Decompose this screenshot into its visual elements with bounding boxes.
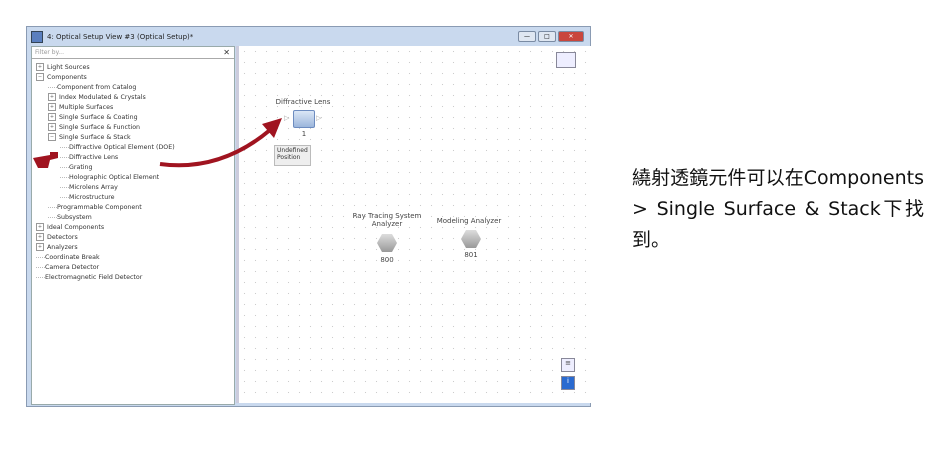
tree-item[interactable]: −Single Surface & Stack: [48, 133, 131, 143]
expand-icon[interactable]: +: [36, 243, 44, 251]
tree-connector: [48, 216, 57, 218]
curved-arrow: [159, 128, 272, 168]
tree-connector: [60, 176, 69, 178]
expand-icon[interactable]: +: [48, 123, 56, 131]
tree-connector: [36, 266, 45, 268]
tree-item-label: Light Sources: [47, 64, 90, 71]
tree-item[interactable]: Grating: [60, 163, 93, 173]
expand-icon[interactable]: +: [36, 223, 44, 231]
tree-item-label: Diffractive Lens: [69, 154, 119, 161]
tree-item[interactable]: +Multiple Surfaces: [48, 103, 113, 113]
tree-item[interactable]: +Ideal Components: [36, 223, 104, 233]
clear-filter-icon[interactable]: ✕: [223, 48, 230, 57]
collapse-icon[interactable]: −: [36, 73, 44, 81]
diffractive-lens-node[interactable]: [293, 110, 315, 128]
analyzer2-title: Modeling Analyzer: [436, 217, 502, 225]
lens-id: 1: [301, 130, 307, 138]
tree-item-label: Detectors: [47, 234, 78, 241]
expand-icon[interactable]: +: [48, 93, 56, 101]
expand-icon[interactable]: +: [36, 233, 44, 241]
window-title: 4: Optical Setup View #3 (Optical Setup)…: [47, 33, 194, 41]
tree-connector: [60, 166, 69, 168]
optical-setup-window: 4: Optical Setup View #3 (Optical Setup)…: [26, 26, 591, 407]
tree-item[interactable]: Electromagnetic Field Detector: [36, 273, 142, 283]
modeling-analyzer-node[interactable]: [461, 230, 481, 248]
tree-item-label: Microstructure: [69, 194, 115, 201]
tree-item-label: Single Surface & Stack: [59, 134, 131, 141]
tree-item[interactable]: Coordinate Break: [36, 253, 100, 263]
tree-item-label: Electromagnetic Field Detector: [45, 274, 143, 281]
output-port-icon[interactable]: ▷: [316, 114, 322, 122]
tree-connector: [60, 186, 69, 188]
expand-icon[interactable]: +: [48, 103, 56, 111]
tree-item[interactable]: +Single Surface & Function: [48, 123, 140, 133]
tree-item[interactable]: Diffractive Lens: [60, 153, 118, 163]
tree-item[interactable]: Subsystem: [48, 213, 92, 223]
tree-item[interactable]: +Single Surface & Coating: [48, 113, 138, 123]
analyzer1-id: 800: [380, 256, 394, 264]
lens-title: Diffractive Lens: [275, 98, 331, 106]
tree-item-label: Component from Catalog: [57, 84, 137, 91]
tree-item-label: Diffractive Optical Element (DOE): [69, 144, 175, 151]
analyzer1-title: Ray Tracing System Analyzer: [352, 212, 422, 228]
tree-connector: [60, 196, 69, 198]
document-icon[interactable]: ≡: [561, 358, 575, 372]
tree-item-label: Components: [47, 74, 87, 81]
tree-connector: [36, 256, 45, 258]
tree-item[interactable]: −Components: [36, 73, 87, 83]
title-bar: 4: Optical Setup View #3 (Optical Setup)…: [31, 29, 193, 45]
app-icon: [31, 31, 43, 43]
tree-item[interactable]: Holographic Optical Element: [60, 173, 159, 183]
ray-tracing-analyzer-node[interactable]: [377, 234, 397, 252]
setup-canvas[interactable]: Diffractive Lens ▷ ▷ 1 Undefined Positio…: [236, 46, 591, 403]
tree-item-label: Index Modulated & Crystals: [59, 94, 146, 101]
analyzer2-id: 801: [464, 251, 478, 259]
tree-item-label: Coordinate Break: [45, 254, 100, 261]
maximize-button[interactable]: □: [538, 31, 556, 42]
tree-item[interactable]: Microstructure: [60, 193, 115, 203]
close-button[interactable]: ✕: [558, 31, 584, 42]
component-catalog-panel: Filter by... ✕ +Light Sources−Components…: [31, 46, 235, 405]
tree-item[interactable]: Camera Detector: [36, 263, 99, 273]
tree-item-label: Analyzers: [47, 244, 78, 251]
tree-connector: [60, 146, 69, 148]
tree-connector: [48, 206, 57, 208]
expand-icon[interactable]: +: [48, 113, 56, 121]
tree-item-label: Microlens Array: [69, 184, 118, 191]
tree-item-label: Grating: [69, 164, 93, 171]
tree-connector: [36, 276, 45, 278]
tree-item-label: Programmable Component: [57, 204, 142, 211]
tree-item[interactable]: +Index Modulated & Crystals: [48, 93, 146, 103]
tree-item-label: Holographic Optical Element: [69, 174, 160, 181]
tree-item-label: Ideal Components: [47, 224, 105, 231]
tree-item[interactable]: +Detectors: [36, 233, 78, 243]
arrow-head-icon: [262, 118, 282, 138]
filter-input[interactable]: Filter by... ✕: [32, 47, 234, 59]
input-port-icon[interactable]: ▷: [284, 114, 290, 122]
tree-item[interactable]: +Light Sources: [36, 63, 90, 73]
tree-item-label: Subsystem: [57, 214, 92, 221]
tree-item[interactable]: Microlens Array: [60, 183, 118, 193]
tree-item[interactable]: Diffractive Optical Element (DOE): [60, 143, 175, 153]
tree-item-label: Camera Detector: [45, 264, 100, 271]
expand-icon[interactable]: +: [36, 63, 44, 71]
filter-placeholder: Filter by...: [35, 49, 64, 56]
tree-item-label: Single Surface & Coating: [59, 114, 138, 121]
tree-connector: [48, 86, 57, 88]
tree-item[interactable]: Component from Catalog: [48, 83, 136, 93]
tree-connector: [60, 156, 69, 158]
collapse-icon[interactable]: −: [48, 133, 56, 141]
info-icon[interactable]: i: [561, 376, 575, 390]
tree-item-label: Multiple Surfaces: [59, 104, 114, 111]
tree-item[interactable]: Programmable Component: [48, 203, 142, 213]
tree-item[interactable]: +Analyzers: [36, 243, 78, 253]
catalog-toggle-icon[interactable]: [556, 52, 576, 68]
hand-pointer-icon: [33, 152, 58, 168]
caption-text: 繞射透鏡元件可以在Components > Single Surface & S…: [632, 167, 924, 251]
tree-item-label: Single Surface & Function: [59, 124, 141, 131]
minimize-button[interactable]: —: [518, 31, 536, 42]
undefined-position-badge: Undefined Position: [274, 145, 311, 166]
